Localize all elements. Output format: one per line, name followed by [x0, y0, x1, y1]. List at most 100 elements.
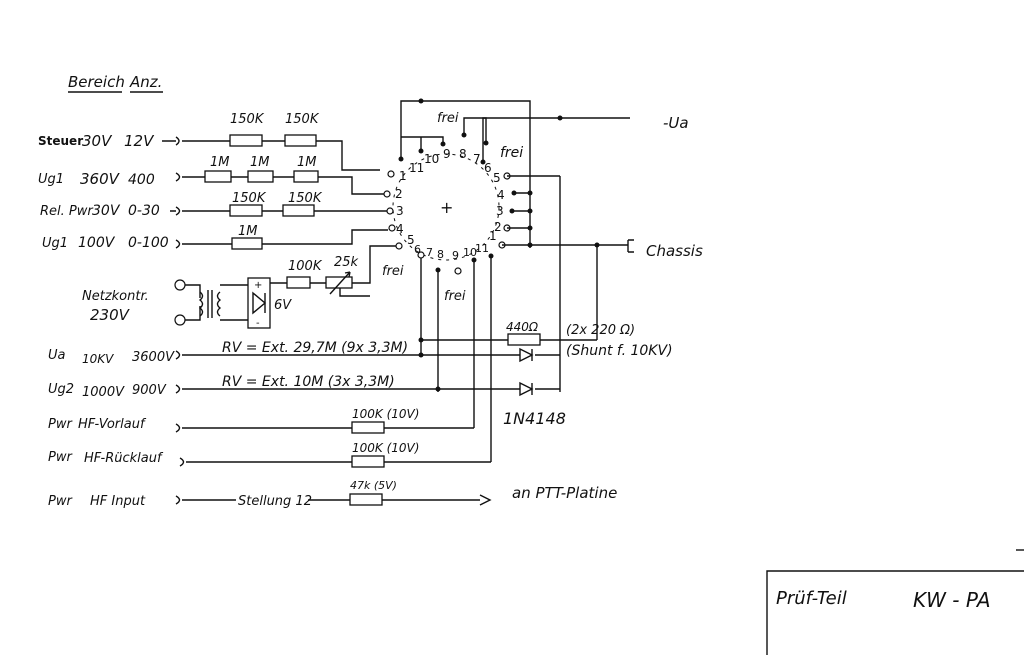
resistor-100k-b	[351, 455, 385, 468]
terminal-pwr-ruecklauf	[179, 457, 185, 467]
stellung-label: Stellung 12	[238, 494, 312, 509]
row-pwr-vorlauf-label: HF-Vorlauf	[78, 417, 147, 432]
resistor-150k-a-label: 150K	[230, 112, 265, 127]
shunt-note: (Shunt f. 10KV)	[566, 343, 673, 359]
row-pwr-input-name: Pwr	[48, 494, 73, 509]
switch-center: +	[440, 198, 453, 217]
mains-terminal-2	[174, 314, 186, 326]
switch-left-num-3: 3	[396, 204, 404, 218]
wire-transformer-out	[220, 284, 248, 321]
row-ug1-360-range: 360V	[80, 170, 121, 188]
resistor-100k-a-label: 100K (10V)	[352, 407, 419, 421]
switch-top-num-8: 8	[459, 147, 467, 161]
row-ua-range: 10KV	[82, 352, 114, 366]
switch-bottom-num-6: 6	[414, 243, 421, 256]
resistor-1m-d-label: 1M	[238, 224, 258, 239]
terminal-ug1-100	[175, 239, 181, 249]
chassis-icon	[627, 239, 634, 253]
switch-bottom-num-10: 10	[463, 246, 477, 259]
resistor-150k-b-label: 150K	[285, 112, 320, 127]
row-ug1-100-range: 100V	[78, 235, 116, 251]
netz-label-1: Netzkontr.	[82, 289, 149, 304]
switch-frei-left: frei	[382, 264, 404, 279]
resistor-150k-b	[284, 134, 317, 147]
switch-bottom-num-9: 9	[452, 249, 459, 262]
rotary-switch: + 1 2 3 4 5 11 10 9 8 7 6 frei frei 5 4 …	[382, 111, 523, 304]
row-steuer-range: 30V	[82, 132, 113, 150]
wire-switch-top-bus	[400, 100, 531, 248]
switch-right-num-1: 1	[489, 229, 497, 243]
row-steuer-name: Steuer	[38, 134, 83, 148]
resistor-47k	[349, 493, 383, 506]
wire-switch-right	[507, 175, 560, 229]
rv-ua-label: RV = Ext. 29,7M (9x 3,3M)	[222, 340, 408, 356]
header-bereich: Bereich	[68, 73, 125, 91]
junction-6	[527, 242, 533, 248]
netz-label-2: 230V	[90, 306, 131, 324]
row-ua-value: 3600V	[132, 350, 175, 365]
resistor-1m-d	[231, 237, 263, 250]
resistor-100k-pot	[286, 276, 311, 289]
junction-8	[418, 337, 424, 343]
switch-top-num-10: 10	[424, 152, 439, 166]
switch-left-num-1: 1	[399, 169, 407, 183]
switch-left-num-2: 2	[395, 187, 403, 201]
wire-steuer	[182, 140, 380, 171]
resistor-47k-label: 47k (5V)	[350, 479, 397, 492]
terminal-chassis-label: Chassis	[646, 242, 703, 260]
switch-left-num-5: 5	[407, 233, 415, 247]
switch-bottom-num-7: 7	[426, 246, 433, 259]
mains-terminal-1	[174, 279, 186, 291]
resistor-1m-a-label: 1M	[210, 155, 230, 170]
row-ug2-range: 1000V	[82, 385, 125, 400]
header-anz: Anz.	[129, 73, 162, 91]
arrow-right-icon	[479, 494, 492, 506]
resistor-1m-c	[293, 170, 319, 183]
junction-4	[527, 208, 533, 214]
rectifier-plus-icon: +	[254, 280, 262, 291]
netz-volt: 6V	[274, 298, 292, 313]
switch-top-num-6: 6	[484, 161, 492, 175]
wire-mains	[185, 284, 201, 321]
switch-frei-right: frei	[500, 145, 523, 161]
switch-frei-top: frei	[437, 111, 459, 126]
resistor-150k-d	[282, 204, 315, 217]
switch-bottom-num-11: 11	[475, 242, 489, 255]
row-ug1-100-name: Ug1	[42, 236, 68, 251]
terminal-ug1-360	[175, 172, 181, 182]
resistor-1m-a	[204, 170, 232, 183]
row-ua-name: Ua	[48, 348, 66, 363]
junction-9	[418, 352, 424, 358]
resistor-100k-pot-label: 100K	[288, 259, 323, 274]
rv-ug2-label: RV = Ext. 10M (3x 3,3M)	[222, 374, 395, 390]
rectifier-diode-icon	[252, 291, 267, 315]
resistor-440	[507, 333, 541, 346]
junction-10	[435, 386, 441, 392]
pot-wiper-arrow	[329, 271, 370, 297]
resistor-440-note: (2x 220 Ω)	[566, 323, 635, 338]
row-pwr-ruecklauf-name: Pwr	[48, 450, 73, 465]
junction-2	[557, 115, 563, 121]
switch-top-num-7: 7	[473, 152, 481, 166]
transformer	[198, 290, 222, 318]
row-pwr-vorlauf-name: Pwr	[48, 417, 73, 432]
rectifier-block	[247, 277, 271, 329]
switch-left-num-4: 4	[396, 222, 404, 236]
diode-ug2	[519, 381, 534, 397]
resistor-440-label: 440Ω	[506, 320, 539, 334]
wire-ua-line	[482, 117, 630, 162]
switch-right-num-5: 5	[493, 171, 501, 185]
switch-top-num-11: 11	[409, 161, 424, 175]
title-block-name: KW - PA	[913, 588, 991, 612]
title-block-part: Prüf-Teil	[776, 588, 847, 609]
terminal-pwr-vorlauf	[175, 423, 181, 433]
row-rel-pwr-range: 30V	[92, 203, 121, 219]
row-rel-pwr-name: Rel. Pwr	[40, 204, 94, 219]
junction-3	[527, 190, 533, 196]
switch-right-num-2: 2	[494, 220, 502, 234]
resistor-1m-b	[247, 170, 274, 183]
wire-netz	[270, 245, 396, 284]
resistor-150k-c-label: 150K	[232, 191, 267, 206]
junction-1	[418, 98, 424, 104]
wire-switch-bottom	[420, 256, 492, 462]
